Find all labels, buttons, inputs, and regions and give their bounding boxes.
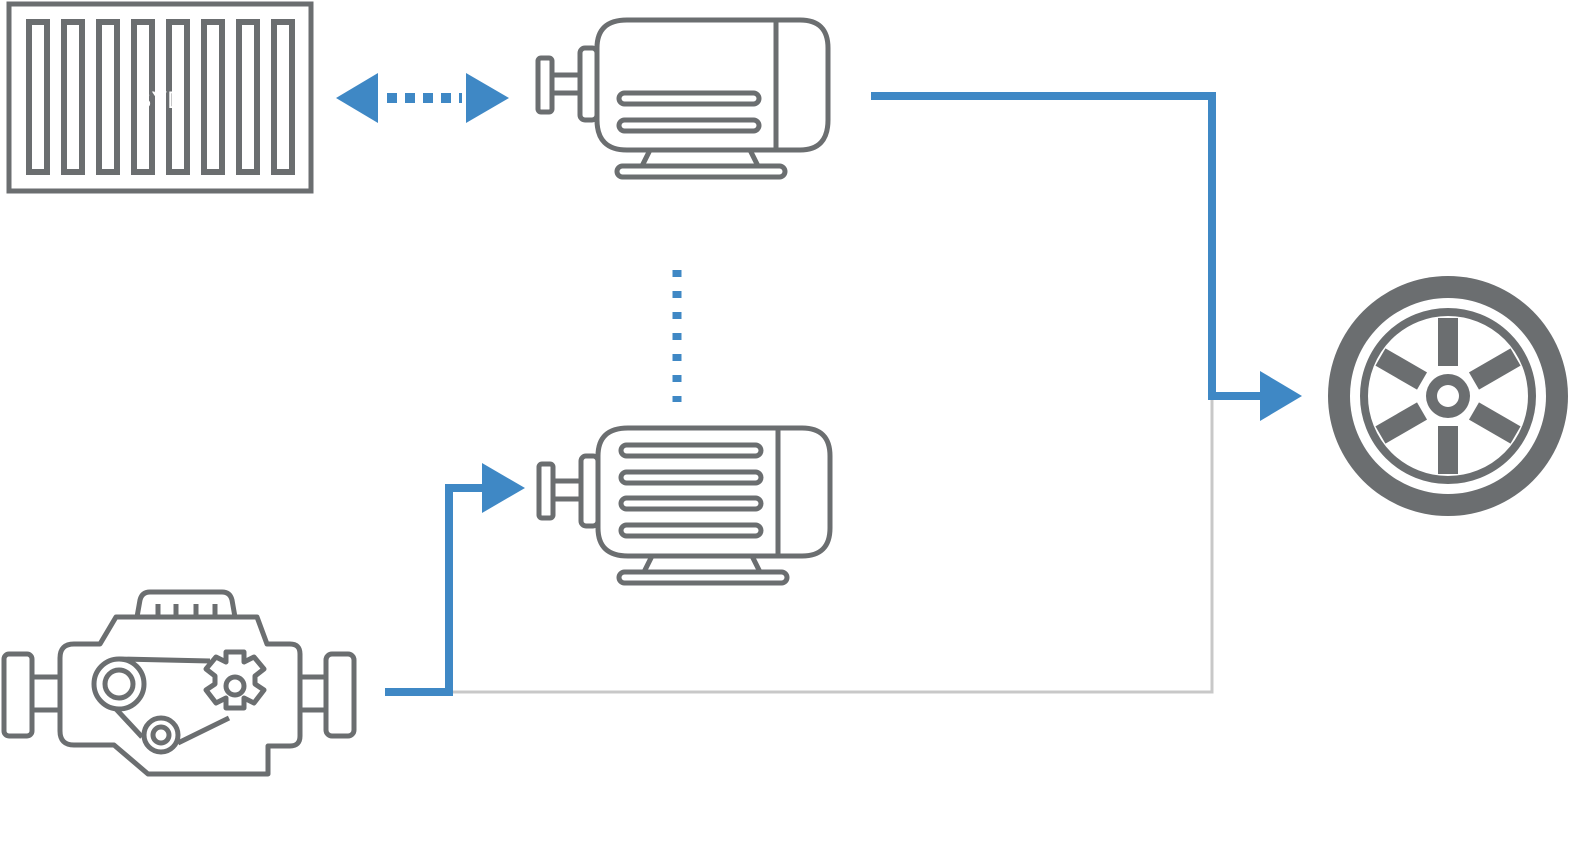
- connector-engine-to-wheel: [453, 400, 1214, 694]
- wheel-spoke: [1375, 402, 1428, 444]
- battery-cell: [131, 19, 155, 175]
- battery-icon: BYD: [6, 1, 314, 194]
- battery-cell: [96, 19, 120, 175]
- arrow-to-motor: [466, 73, 509, 123]
- battery-cell: [201, 19, 225, 175]
- electric-motor-icon: [535, 17, 831, 180]
- flow-engine-to-generator: [385, 484, 484, 696]
- arrow-to-battery: [336, 73, 378, 123]
- battery-cell: [271, 19, 295, 175]
- wheel-icon: [1328, 276, 1568, 516]
- flow-lines: [336, 73, 1302, 696]
- engine-icon: [1, 589, 357, 777]
- wheel-spoke: [1468, 348, 1521, 390]
- wheel-spoke: [1375, 348, 1428, 390]
- flow-motor-to-wheel: [871, 92, 1262, 400]
- wheel-spoke: [1468, 402, 1521, 444]
- battery-cell: [61, 19, 85, 175]
- arrow-to-wheel: [1260, 371, 1302, 421]
- battery-cell: [236, 19, 260, 175]
- arrow-to-generator: [482, 463, 525, 513]
- battery-logo-text: BYD: [135, 87, 184, 114]
- battery-cell: [166, 19, 190, 175]
- electric-generator-icon: [536, 425, 833, 586]
- battery-cell: [26, 19, 50, 175]
